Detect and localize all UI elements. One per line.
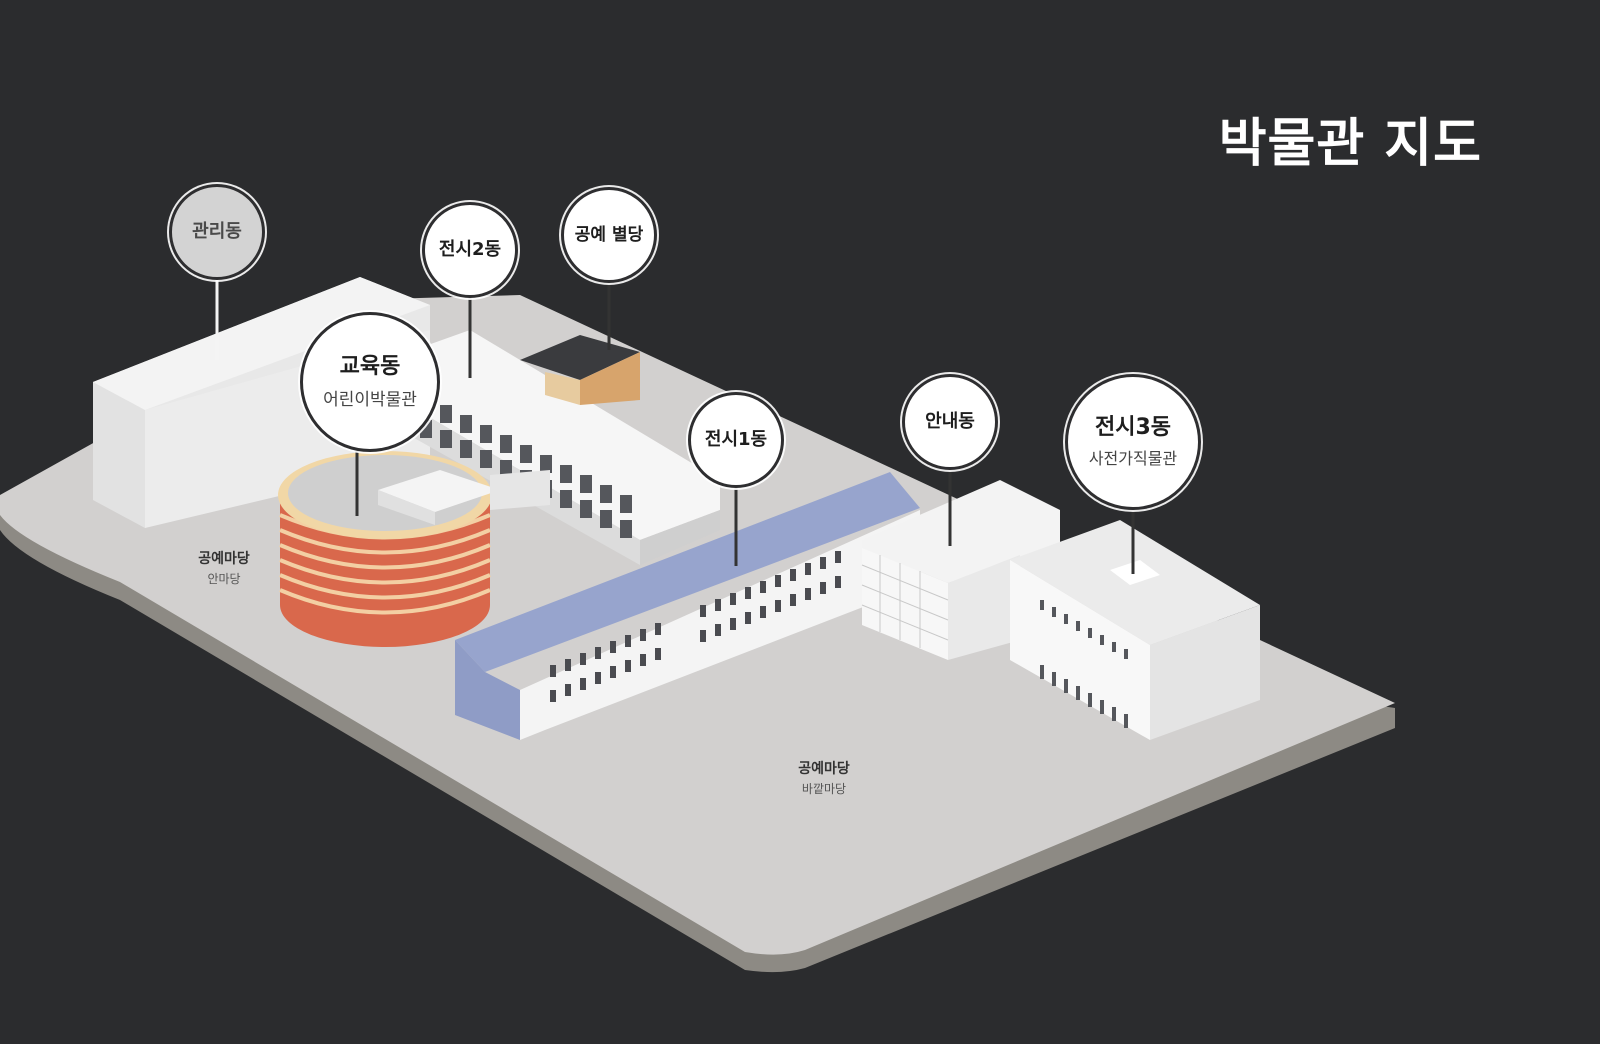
exhibition-3-pin-stem: [1131, 510, 1135, 574]
pin-exhibition-2-bubble[interactable]: 전시2동: [422, 202, 518, 298]
pin-admin-bubble[interactable]: 관리동: [169, 184, 265, 280]
area-inner-name: 공예마당: [198, 551, 250, 567]
pin-exhibition-1-bubble[interactable]: 전시1동: [688, 392, 784, 488]
area-outer-courtyard: 공예마당 바깥마당: [798, 758, 850, 797]
pin-information[interactable]: 안내동: [902, 374, 998, 470]
pin-exhibition-3-name: 전시3동: [1094, 414, 1172, 440]
exhibition-hall-3-building: [1010, 520, 1260, 740]
information-center-building: [861, 480, 1060, 660]
pin-admin[interactable]: 관리동: [169, 184, 265, 280]
exhibition-2-pin-stem: [468, 296, 472, 378]
area-inner-sub: 안마당: [207, 572, 241, 586]
pin-exhibition-1[interactable]: 전시1동: [688, 392, 784, 488]
pin-education[interactable]: 교육동 어린이박물관: [300, 312, 440, 452]
craft-annex-pin-stem: [607, 282, 611, 350]
pin-information-name: 안내동: [925, 411, 975, 433]
area-outer-name: 공예마당: [798, 761, 850, 777]
pin-exhibition-3[interactable]: 전시3동 사전가직물관: [1065, 374, 1201, 510]
area-inner-courtyard: 공예마당 안마당: [198, 548, 250, 587]
pin-education-name: 교육동: [339, 354, 401, 380]
pin-education-bubble[interactable]: 교육동 어린이박물관: [300, 312, 440, 452]
pin-exhibition-3-sub: 사전가직물관: [1088, 449, 1178, 469]
page-title: 박물관 지도: [1218, 113, 1482, 174]
pin-information-bubble[interactable]: 안내동: [902, 374, 998, 470]
information-pin-stem: [948, 470, 952, 546]
pin-exhibition-3-bubble[interactable]: 전시3동 사전가직물관: [1065, 374, 1201, 510]
education-rotunda-building: [278, 451, 500, 647]
pin-craft-annex-name: 공예 별당: [574, 224, 644, 245]
pin-craft-annex[interactable]: 공예 별당: [561, 187, 657, 283]
pin-exhibition-1-name: 전시1동: [704, 429, 768, 451]
pin-education-sub: 어린이박물관: [323, 389, 417, 410]
pin-exhibition-2[interactable]: 전시2동: [422, 202, 518, 298]
pin-exhibition-2-name: 전시2동: [438, 239, 502, 261]
pin-admin-name: 관리동: [192, 221, 242, 243]
education-pin-stem: [355, 450, 359, 516]
pin-craft-annex-bubble[interactable]: 공예 별당: [561, 187, 657, 283]
area-outer-sub: 바깥마당: [801, 782, 847, 796]
admin-pin-stem: [215, 278, 219, 360]
exhibition-1-pin-stem: [734, 486, 738, 566]
exhibition-hall-1-building: [455, 472, 920, 740]
connector-bridge: [490, 470, 550, 510]
